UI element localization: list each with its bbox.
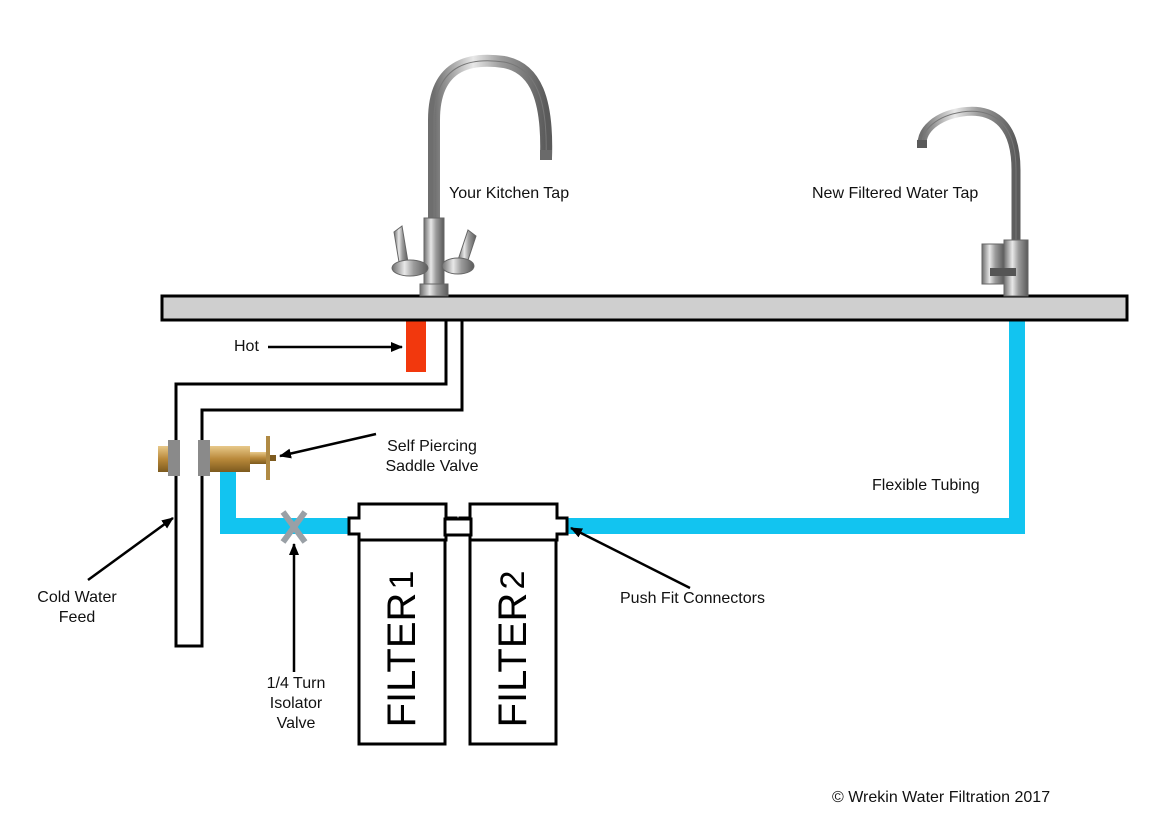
filter-2-label: FILTER — [491, 593, 535, 728]
arrow-saddle-valve — [279, 432, 377, 459]
filter-1-text: 1 FILTER — [380, 571, 424, 728]
label-push-fit-connectors: Push Fit Connectors — [620, 590, 765, 607]
filter-1-label: FILTER — [380, 593, 424, 728]
label-hot: Hot — [234, 338, 259, 355]
label-isolator-valve: 1/4 Turn Isolator Valve — [266, 675, 326, 732]
worktop — [160, 294, 1129, 322]
saddle-valve-icon — [158, 436, 276, 480]
flexible-tubing — [220, 316, 1025, 534]
label-flexible-tubing: Flexible Tubing — [872, 477, 980, 494]
filter-link — [443, 517, 473, 537]
filtered-tap-icon — [917, 106, 1029, 297]
isolator-valve-icon — [280, 510, 308, 544]
arrow-push-fit — [570, 526, 691, 590]
filter-2-number: 2 — [494, 571, 532, 590]
copyright-text: © Wrekin Water Filtration 2017 — [832, 789, 1051, 806]
label-saddle-valve: Self Piercing Saddle Valve — [385, 438, 479, 475]
filter-1-number: 1 — [383, 571, 421, 590]
kitchen-tap-icon — [391, 54, 553, 297]
arrow-cold-feed — [87, 516, 174, 582]
filter-2-text: 2 FILTER — [491, 571, 535, 728]
label-filtered-tap: New Filtered Water Tap — [812, 185, 979, 202]
label-cold-water-feed: Cold Water Feed — [37, 589, 117, 626]
filter-housing-2 — [458, 502, 569, 746]
label-kitchen-tap: Your Kitchen Tap — [449, 185, 570, 202]
arrows — [87, 342, 691, 672]
filter-housing-1 — [347, 502, 458, 746]
hot-pipe — [406, 318, 426, 372]
